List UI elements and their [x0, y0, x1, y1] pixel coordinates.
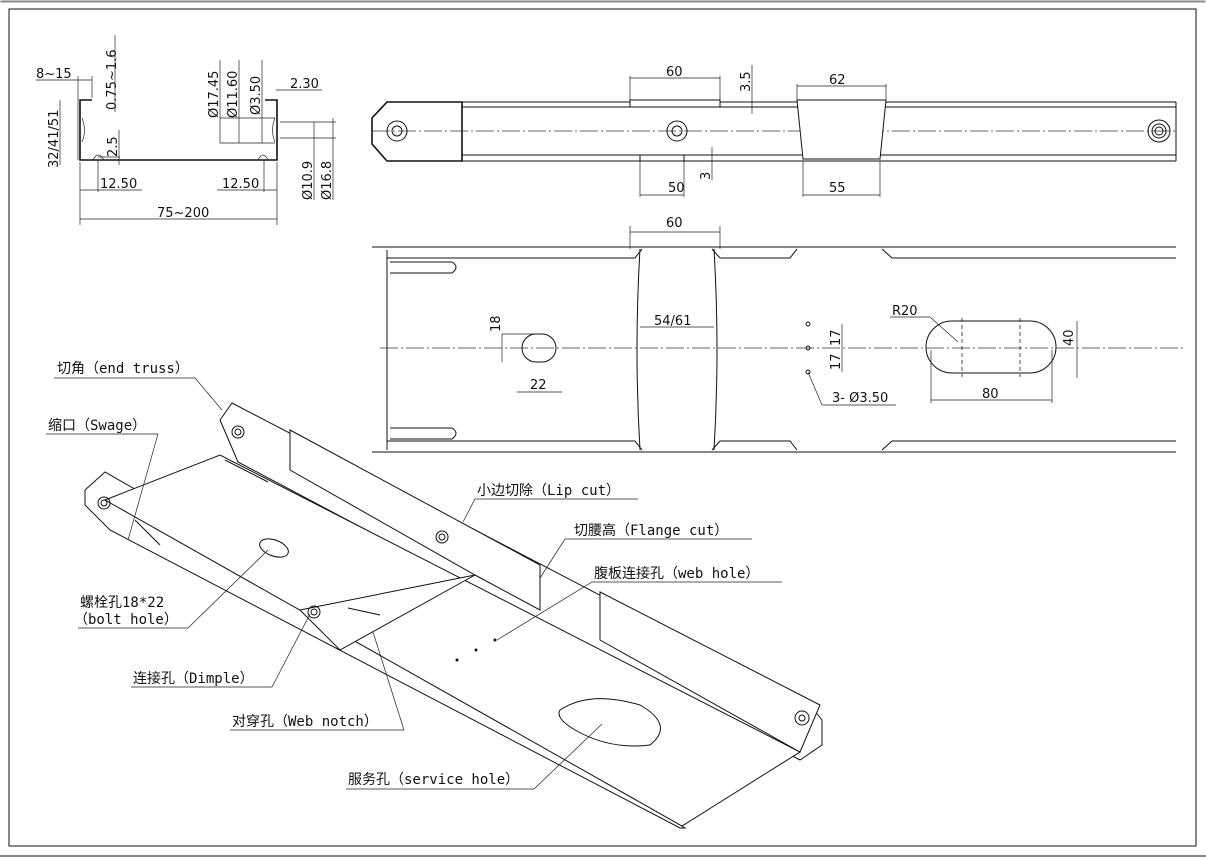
dim-lip-depth: 3.5	[739, 71, 754, 92]
service-hole-3d	[558, 698, 661, 747]
callout-swage: 缩口（Swage）	[48, 418, 146, 434]
dim-flange-cut-bottom: 55	[829, 181, 846, 196]
dim-hole-spacing-1: 17	[829, 329, 844, 346]
dim-2-30: 2.30	[290, 77, 319, 92]
drawing-frame	[8, 8, 1197, 847]
dim-dia-3-50: Ø3.50	[249, 76, 264, 115]
dim-dimple-height: 2.5	[106, 136, 121, 157]
dim-dia-17-45: Ø17.45	[207, 71, 222, 118]
dim-dia-16-8: Ø16.8	[320, 161, 335, 200]
service-hole-slot	[925, 320, 1057, 374]
dim-flange-cut-top: 62	[829, 73, 846, 88]
dim-width: 75~200	[157, 206, 209, 221]
section-view: 8~15 0.75~1.6 32/41/51 2.5 12.50 12.50 7…	[36, 35, 336, 225]
side-view: 60 3.5 62 50 3 55	[371, 65, 1177, 197]
dim-dia-11-60: Ø11.60	[226, 71, 241, 118]
bolt-hole-3d	[259, 538, 289, 558]
callout-web-notch: 对穿孔（Web notch）	[232, 714, 378, 730]
callout-flange-cut: 切腰高（Flange cut）	[574, 522, 728, 539]
dim-dimple-left: 12.50	[100, 177, 137, 192]
callout-end-truss: 切角（end truss）	[57, 361, 189, 377]
callout-service-hole: 服务孔（service hole）	[348, 772, 519, 788]
dim-dia-10-9: Ø10.9	[301, 161, 316, 200]
dim-service-hole-length: 80	[982, 387, 999, 402]
dim-web-notch-width: 54/61	[654, 314, 691, 329]
dim-thickness: 0.75~1.6	[105, 49, 120, 110]
top-border	[0, 0, 1206, 3]
isometric-view	[84, 402, 823, 829]
dim-lip-cut-bottom: 50	[668, 181, 685, 196]
dim-bolt-hole-height: 18	[489, 315, 504, 332]
callout-dimple: 连接孔（Dimple）	[133, 670, 254, 687]
bolt-hole-icon	[1147, 119, 1171, 143]
dim-web-holes: 3- Ø3.50	[832, 391, 888, 406]
bolt-hole-icon	[666, 120, 688, 142]
dim-lip-cut-top: 60	[666, 65, 683, 80]
bolt-hole-icon	[386, 120, 408, 142]
callout-lip-cut: 小边切除（Lip cut）	[477, 483, 620, 499]
callouts: 切角（end truss） 缩口（Swage） 螺栓孔18*22 （bolt h…	[46, 361, 782, 790]
dim-bolt-hole-width: 22	[530, 378, 547, 393]
dim-service-hole-height: 40	[1062, 329, 1077, 346]
c-profile	[79, 99, 278, 161]
dim-radius: R20	[892, 304, 918, 319]
top-view: 60 54/61 18 22 17 17 3- Ø3.50 R20 40 80	[372, 216, 1186, 453]
dim-lip-depth-bottom: 3	[699, 172, 714, 180]
callout-bolt-hole-en: （bolt hole）	[74, 612, 178, 628]
dim-lip-width: 8~15	[36, 67, 72, 82]
dim-dimple-right: 12.50	[222, 177, 259, 192]
dim-hole-spacing-2: 17	[829, 353, 844, 370]
dim-flange-cut-width: 60	[666, 216, 683, 231]
callout-bolt-hole: 螺栓孔18*22	[80, 595, 164, 611]
callout-web-hole: 腹板连接孔（web hole）	[594, 565, 759, 582]
dim-height: 32/41/51	[47, 110, 62, 168]
